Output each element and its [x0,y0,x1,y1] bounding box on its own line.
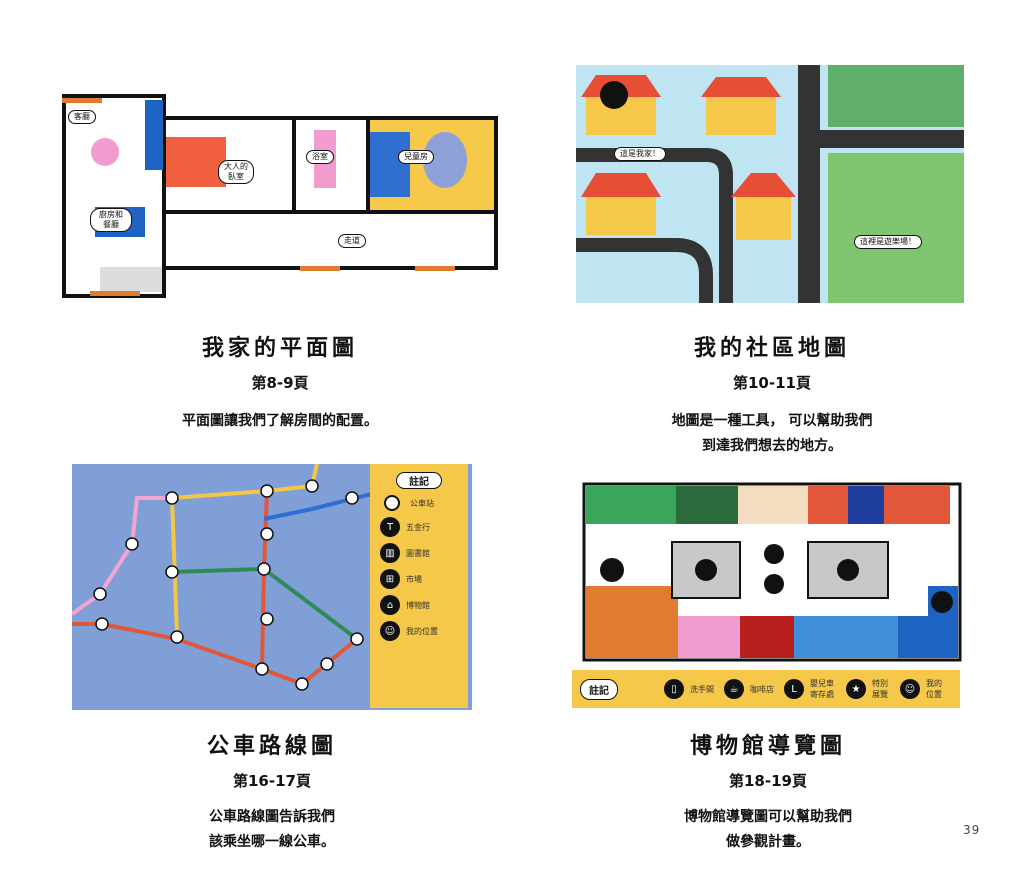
bus-stop-icon [384,495,400,511]
coffee-icon: ☕ [724,679,744,699]
cart-icon: ⊞ [380,569,400,589]
museum-map-caption: 博物館導覽圖 第18-19頁 博物館導覽圖可以幫助我們做參觀計畫。 [548,728,988,855]
description: 平面圖讓我們了解房間的配置。 [182,413,378,429]
room-label: 客廳 [68,110,96,124]
legend-item: ☺ 我的位置 [900,678,944,700]
legend-item: ▥ 圖書館 [380,543,458,563]
legend-label: 我的位置 [406,626,438,636]
floor-plan-caption: 我家的平面圖 第8-9頁 平面圖讓我們了解房間的配置。 [60,330,500,434]
map-label: 這是我家！ [614,147,666,161]
map-label: 這裡是遊樂場！ [854,235,922,249]
page-ref: 第10-11頁 [733,374,811,392]
hammer-icon: T [380,517,400,537]
community-map-illustration: 這是我家！ 這裡是遊樂場！ [576,65,964,303]
face-icon: ☺ [380,621,400,641]
legend-item: ☕ 咖啡店 [724,679,774,699]
description: 博物館導覽圖可以幫助我們做參觀計畫。 [548,805,988,855]
legend-label: 五金行 [406,522,430,532]
stroller-icon: L [784,679,804,699]
legend-label: 特別展覽 [872,679,888,699]
legend-label: 博物館 [406,600,430,610]
legend-title: 註記 [580,678,618,700]
legend-label: 嬰兒車寄存處 [810,679,834,699]
legend-item: ▯ 洗手間 [664,679,714,699]
museum-legend: 註記 ▯ 洗手間 ☕ 咖啡店 L 嬰兒車寄存處 ★ 特別展覽 ☺ 我的位置 [572,670,960,708]
page-ref: 第18-19頁 [729,772,807,790]
legend-label: 洗手間 [690,684,714,694]
legend-item: 公車站 [380,495,458,511]
room-label: 大人的臥室 [218,160,254,184]
legend-label: 我的位置 [926,679,942,699]
room-label: 廚房和餐廳 [90,208,132,232]
bus-map-caption: 公車路線圖 第16-17頁 公車路線圖告訴我們該乘坐哪一線公車。 [52,728,492,855]
floor-plan-illustration: 客廳 大人的臥室 浴室 兒童房 廚房和餐廳 走道 [60,92,500,300]
page-number: 39 [963,823,981,837]
community-map-drawing [576,65,964,303]
legend-item: L 嬰兒車寄存處 [784,678,836,700]
room-label: 走道 [338,234,366,248]
museum-floor-drawing [582,482,962,662]
museum-icon: ⌂ [380,595,400,615]
description: 公車路線圖告訴我們該乘坐哪一線公車。 [52,805,492,855]
legend-title: 註記 [396,472,442,489]
floor-plan-drawing [62,94,498,298]
star-icon: ★ [846,679,866,699]
desc-line: 該乘坐哪一線公車。 [209,834,335,850]
legend-item: ★ 特別展覽 [846,678,890,700]
bus-route-drawing [70,463,373,691]
room-label: 浴室 [306,150,334,164]
legend-label: 咖啡店 [750,684,774,694]
room-label: 兒童房 [398,150,434,164]
desc-line: 做參觀計畫。 [726,834,810,850]
legend-item: ⊞ 市場 [380,569,458,589]
legend-label: 公車站 [410,498,434,508]
page-ref: 第8-9頁 [251,374,309,392]
museum-map-illustration: 註記 ▯ 洗手間 ☕ 咖啡店 L 嬰兒車寄存處 ★ 特別展覽 ☺ 我的位置 [572,482,964,710]
section-title: 我家的平面圖 [201,336,358,361]
page-ref: 第16-17頁 [233,772,311,790]
section-title: 我的社區地圖 [693,336,850,361]
toilet-icon: ▯ [664,679,684,699]
legend-label: 圖書館 [406,548,430,558]
face-icon: ☺ [900,679,920,699]
description: 地圖是一種工具， 可以幫助我們到達我們想去的地方。 [552,409,992,459]
legend-item: ⌂ 博物館 [380,595,458,615]
section-title: 博物館導覽圖 [689,734,846,759]
desc-line: 到達我們想去的地方。 [702,438,842,454]
bus-legend: 註記 公車站 T 五金行 ▥ 圖書館 ⊞ 市場 ⌂ 博物館 ☺ 我的位置 [370,464,468,708]
desc-line: 公車路線圖告訴我們 [209,809,335,825]
legend-item: ☺ 我的位置 [380,621,458,641]
book-icon: ▥ [380,543,400,563]
legend-label: 市場 [406,574,422,584]
community-map-caption: 我的社區地圖 第10-11頁 地圖是一種工具， 可以幫助我們到達我們想去的地方。 [552,330,992,459]
legend-item: T 五金行 [380,517,458,537]
desc-line: 博物館導覽圖可以幫助我們 [684,809,852,825]
desc-line: 地圖是一種工具， 可以幫助我們 [671,413,873,429]
section-title: 公車路線圖 [206,734,337,759]
bus-map-illustration: 註記 公車站 T 五金行 ▥ 圖書館 ⊞ 市場 ⌂ 博物館 ☺ 我的位置 [70,463,472,710]
